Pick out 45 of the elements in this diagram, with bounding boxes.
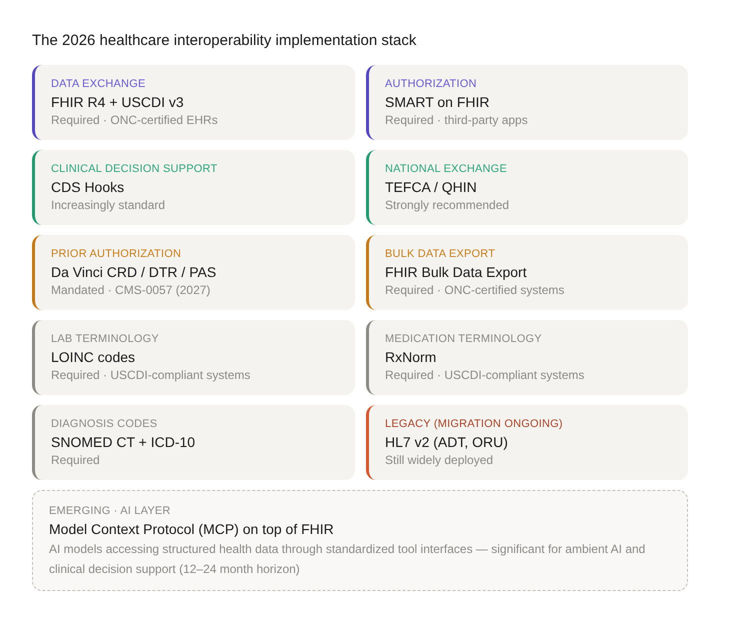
category-label: PRIOR AUTHORIZATION [51, 247, 182, 261]
category-label: NATIONAL EXCHANGE [385, 162, 508, 176]
standard-card [32, 405, 355, 480]
card-description: Required · ONC-certified EHRs [51, 112, 219, 129]
card-description: Still widely deployed [385, 452, 494, 469]
standard-card [366, 405, 688, 480]
standard-card [366, 235, 688, 310]
card-description: AI models accessing structured health data through standardized tool interfaces — significant for ambient AI and clinical decision support (12–24 month horizon) [49, 541, 646, 578]
category-label: CLINICAL DECISION SUPPORT [51, 162, 218, 176]
card-description: Required · ONC-certified systems [385, 282, 566, 299]
standard-card [366, 150, 688, 225]
emerging-card [32, 490, 688, 591]
standard-card [32, 65, 355, 140]
card-description: Increasingly standard [51, 197, 166, 214]
card-title: SMART on FHIR [385, 93, 491, 111]
category-label: BULK DATA EXPORT [385, 247, 496, 261]
card-description: Required [51, 452, 101, 469]
diagram-title: The 2026 healthcare interoperability implementation stack [32, 32, 416, 49]
card-title: RxNorm [385, 348, 438, 366]
card-title: HL7 v2 (ADT, ORU) [385, 433, 509, 451]
card-title: SNOMED CT + ICD-10 [51, 433, 196, 451]
card-title: LOINC codes [51, 348, 136, 366]
card-description: Mandated · CMS-0057 (2027) [51, 282, 212, 299]
category-label: LAB TERMINOLOGY [51, 332, 160, 346]
card-title: FHIR R4 + USCDI v3 [51, 93, 185, 111]
card-title: FHIR Bulk Data Export [385, 263, 528, 281]
category-label: AUTHORIZATION [385, 77, 478, 91]
category-label: DATA EXCHANGE [51, 77, 146, 91]
category-label: DIAGNOSIS CODES [51, 417, 158, 431]
card-description: Required · USCDI-compliant systems [385, 367, 586, 384]
standard-card [366, 320, 688, 395]
card-title: TEFCA / QHIN [385, 178, 478, 196]
category-label: EMERGING · AI LAYER [49, 504, 172, 518]
card-description: Required · USCDI-compliant systems [51, 367, 252, 384]
standard-card [366, 65, 688, 140]
category-label: MEDICATION TERMINOLOGY [385, 332, 543, 346]
standard-card [32, 150, 355, 225]
card-description: Strongly recommended [385, 197, 510, 214]
standard-card [32, 235, 355, 310]
card-description: Required · third-party apps [385, 112, 529, 129]
standard-card [32, 320, 355, 395]
card-title: Model Context Protocol (MCP) on top of FHIR [49, 520, 335, 538]
category-label: LEGACY (MIGRATION ONGOING) [385, 417, 564, 431]
card-title: Da Vinci CRD / DTR / PAS [51, 263, 218, 281]
card-title: CDS Hooks [51, 178, 126, 196]
